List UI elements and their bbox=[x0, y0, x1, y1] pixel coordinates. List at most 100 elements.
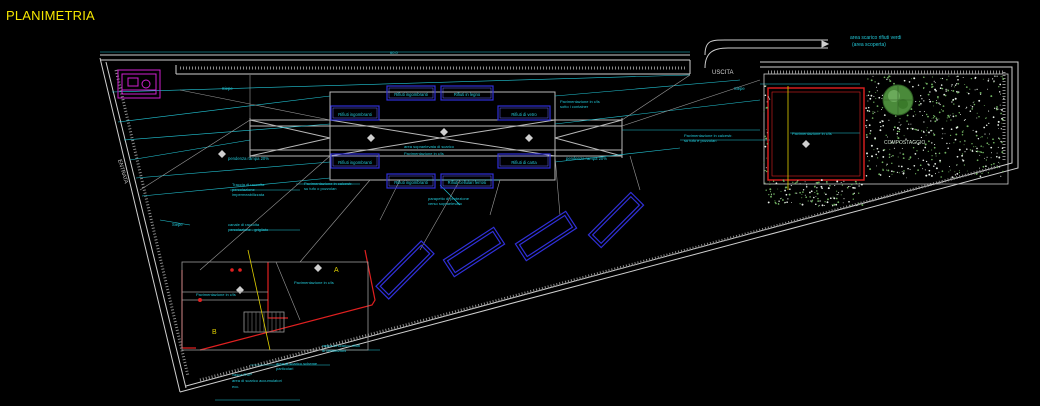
gravel-dot bbox=[990, 157, 992, 159]
gravel-dot bbox=[966, 148, 968, 150]
gravel-dot bbox=[976, 112, 978, 114]
label-tracce3: impermeabilizzata bbox=[232, 192, 265, 197]
label-area-sopra: area sopraelevata di scarico bbox=[404, 144, 455, 149]
gravel-dot bbox=[796, 181, 798, 183]
gravel-dot bbox=[818, 181, 820, 184]
gravel-dot bbox=[867, 94, 870, 97]
gravel-dot bbox=[883, 76, 886, 79]
gravel-dot bbox=[874, 138, 876, 141]
gravel-dot bbox=[937, 98, 939, 100]
gravel-dot bbox=[765, 189, 767, 191]
gravel-dot bbox=[971, 108, 974, 110]
gravel-dot bbox=[925, 160, 928, 163]
gravel-dot bbox=[847, 185, 850, 188]
gravel-dot bbox=[876, 147, 879, 150]
gravel-dot bbox=[823, 192, 825, 194]
gravel-dot bbox=[854, 187, 856, 189]
gravel-dot bbox=[927, 93, 930, 96]
gravel-dot bbox=[865, 175, 868, 177]
gravel-dot bbox=[906, 127, 909, 130]
gravel-dot bbox=[972, 129, 974, 131]
gravel-dot bbox=[964, 140, 966, 142]
gravel-dot bbox=[993, 81, 995, 83]
gravel-dot bbox=[942, 105, 945, 107]
gravel-dot bbox=[841, 190, 843, 192]
label-area-accum2: ecc. bbox=[232, 384, 239, 389]
gravel-dot bbox=[781, 199, 784, 201]
gravel-dot bbox=[991, 152, 992, 154]
gravel-dot bbox=[878, 173, 881, 176]
gravel-dot bbox=[785, 193, 788, 196]
gravel-dot bbox=[770, 193, 772, 195]
label-pav-calc-1b: su tufo o pozzolan bbox=[304, 186, 336, 191]
gravel-dot bbox=[910, 123, 912, 125]
gravel-dot bbox=[976, 117, 978, 119]
gravel-dot bbox=[948, 75, 950, 77]
gravel-dot bbox=[999, 83, 1002, 86]
gravel-dot bbox=[980, 145, 982, 147]
gravel-dot bbox=[901, 148, 903, 149]
label-tracce2: percolazione bbox=[232, 187, 255, 192]
gravel-dot bbox=[849, 186, 851, 187]
gravel-dot bbox=[962, 77, 964, 78]
gravel-dot bbox=[987, 137, 989, 139]
gravel-dot bbox=[766, 170, 768, 173]
gravel-dot bbox=[974, 76, 977, 79]
gravel-dot bbox=[837, 194, 839, 196]
gravel-dot bbox=[883, 114, 886, 116]
gravel-dot bbox=[826, 201, 829, 204]
gravel-dot bbox=[933, 114, 935, 117]
gravel-dot bbox=[870, 79, 873, 82]
gravel-dot bbox=[923, 121, 925, 123]
gravel-dot bbox=[854, 180, 857, 183]
gravel-dot bbox=[966, 170, 968, 172]
gravel-dot bbox=[996, 152, 998, 154]
gravel-dot bbox=[858, 185, 860, 187]
ramp-guides bbox=[139, 74, 761, 271]
gravel-dot bbox=[766, 106, 768, 109]
gravel-dot bbox=[993, 162, 995, 165]
gravel-dot bbox=[852, 193, 855, 195]
gravel-dot bbox=[997, 128, 999, 129]
gravel-dot bbox=[936, 96, 939, 98]
gravel-dot bbox=[942, 133, 944, 135]
container-2: Rifiuti ingombranti bbox=[386, 85, 436, 101]
gravel-dot bbox=[960, 114, 961, 115]
gravel-dot bbox=[961, 131, 964, 133]
gravel-dot bbox=[882, 124, 884, 127]
gravel-dot bbox=[931, 142, 933, 144]
gravel-dot bbox=[799, 191, 801, 194]
gravel-dot bbox=[941, 137, 943, 139]
gravel-dot bbox=[813, 196, 815, 199]
entrance-booth bbox=[117, 69, 161, 99]
gravel-dot bbox=[961, 153, 964, 155]
gravel-dot bbox=[899, 152, 901, 154]
gravel-dot bbox=[769, 188, 772, 191]
gravel-dot bbox=[874, 111, 876, 113]
gravel-dot bbox=[774, 200, 776, 202]
gravel-dot bbox=[866, 126, 868, 128]
gravel-dot bbox=[825, 193, 827, 196]
gravel-dot bbox=[972, 102, 974, 104]
gravel-dot bbox=[1001, 108, 1003, 111]
gravel-dot bbox=[764, 94, 767, 97]
container-label-5: Rifiuti di carta bbox=[511, 160, 537, 165]
gravel-dot bbox=[792, 181, 794, 183]
gravel-dot bbox=[898, 121, 900, 123]
gravel-dot bbox=[986, 142, 989, 145]
gravel-dot bbox=[806, 184, 808, 186]
gravel-dot bbox=[944, 133, 946, 135]
gravel-dot bbox=[823, 204, 825, 207]
gravel-dot bbox=[924, 82, 926, 84]
gravel-dot bbox=[879, 129, 882, 132]
gravel-dot bbox=[940, 176, 942, 178]
gravel-dot bbox=[893, 126, 896, 129]
gravel-dot bbox=[941, 77, 944, 80]
gravel-dot bbox=[958, 170, 960, 172]
label-zone-b: B bbox=[212, 329, 217, 336]
gravel-dot bbox=[914, 111, 915, 113]
gravel-dot bbox=[815, 196, 817, 197]
gravel-dot bbox=[977, 137, 980, 140]
gravel-dot bbox=[929, 91, 931, 93]
gravel-dot bbox=[980, 151, 983, 154]
